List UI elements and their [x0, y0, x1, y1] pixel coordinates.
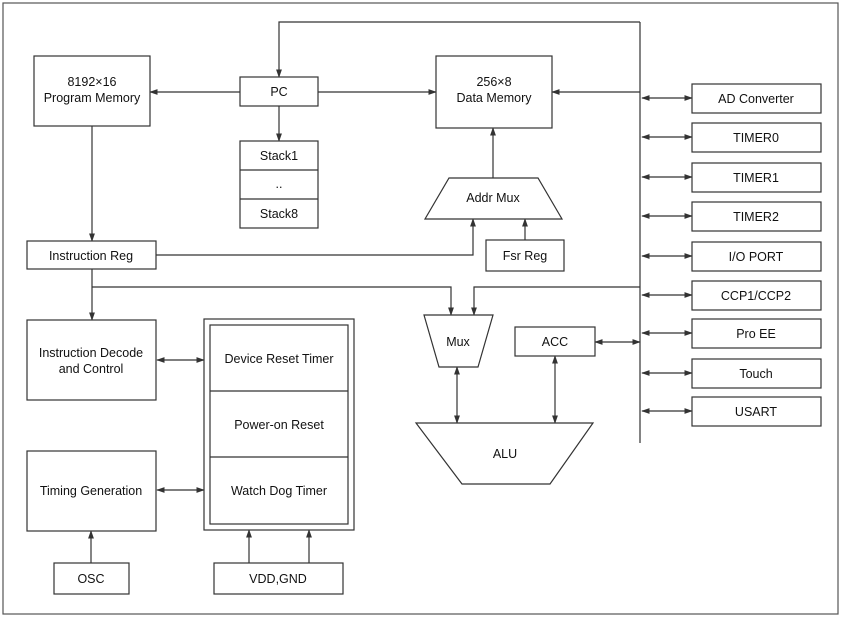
ir-to-addr-mux-arrow [156, 218, 476, 256]
peripheral-label-usart: USART [735, 405, 778, 419]
addr-mux-label: Addr Mux [466, 191, 520, 205]
addr-mux-block: Addr Mux [423, 177, 564, 220]
peripheral-label-touch: Touch [739, 367, 772, 381]
vdd-gnd-block: VDD,GND [213, 562, 344, 595]
peripheral-label-timer1: TIMER1 [733, 171, 779, 185]
fsr-reg-block: Fsr Reg [485, 239, 565, 272]
peripheral-box [691, 122, 822, 153]
peripheral-label-timer2: TIMER2 [733, 210, 779, 224]
vdd-gnd-label: VDD,GND [249, 572, 307, 586]
mux-block: Mux [423, 314, 494, 368]
reset-block: Device Reset Timer Power-on Reset Watch … [203, 318, 355, 531]
peripheral-box [691, 396, 822, 427]
peripheral-label-io-port: I/O PORT [729, 250, 784, 264]
alu-label: ALU [493, 447, 517, 461]
data-memory-label: Data Memory [456, 91, 532, 105]
program-memory-size: 8192×16 [67, 75, 116, 89]
osc-block: OSC [53, 562, 130, 595]
peripheral-blocks: AD Converter TIMER0 TIMER1 TIMER2 I/O PO… [691, 83, 822, 427]
mux-label: Mux [446, 335, 470, 349]
data-memory-block: 256×8 Data Memory [435, 55, 553, 129]
peripheral-label-ad-converter: AD Converter [718, 92, 794, 106]
stack-bottom-label: Stack8 [260, 207, 298, 221]
watch-dog-timer-label: Watch Dog Timer [231, 484, 327, 498]
fsr-reg-label: Fsr Reg [503, 249, 548, 263]
acc-label: ACC [542, 335, 568, 349]
instruction-reg-block: Instruction Reg [26, 240, 157, 270]
peripheral-box [691, 83, 822, 114]
program-memory-label: Program Memory [44, 91, 141, 105]
peripheral-box [691, 318, 822, 349]
osc-label: OSC [77, 572, 104, 586]
pc-block: PC [239, 76, 319, 107]
timing-generation-label: Timing Generation [40, 484, 142, 498]
stack-top-label: Stack1 [260, 149, 298, 163]
ir-to-mux-arrow [92, 286, 454, 316]
program-memory-block: 8192×16 Program Memory [33, 55, 151, 127]
instruction-decode-line2: and Control [59, 362, 124, 376]
bus-to-mux-arrow [471, 286, 640, 316]
peripheral-box [691, 280, 822, 311]
instruction-reg-label: Instruction Reg [49, 249, 133, 263]
instruction-decode-block: Instruction Decode and Control [26, 319, 157, 401]
peripheral-label-pro-ee: Pro EE [736, 327, 776, 341]
peripheral-box [691, 201, 822, 232]
alu-block: ALU [414, 422, 595, 485]
acc-block: ACC [514, 326, 596, 357]
peripheral-box [691, 162, 822, 193]
connections [88, 21, 693, 563]
peripheral-label-timer0: TIMER0 [733, 131, 779, 145]
instruction-decode-line1: Instruction Decode [39, 346, 143, 360]
power-on-reset-label: Power-on Reset [234, 418, 324, 432]
peripheral-box [691, 241, 822, 272]
timing-generation-block: Timing Generation [26, 450, 157, 532]
stack-block: Stack1 .. Stack8 [239, 140, 319, 229]
peripheral-box [691, 358, 822, 389]
peripheral-label-ccp: CCP1/CCP2 [721, 289, 791, 303]
data-memory-size: 256×8 [476, 75, 511, 89]
device-reset-timer-label: Device Reset Timer [224, 352, 333, 366]
pc-label: PC [270, 85, 287, 99]
stack-middle-label: .. [276, 177, 283, 191]
bus-to-pc-arrow [276, 21, 640, 78]
